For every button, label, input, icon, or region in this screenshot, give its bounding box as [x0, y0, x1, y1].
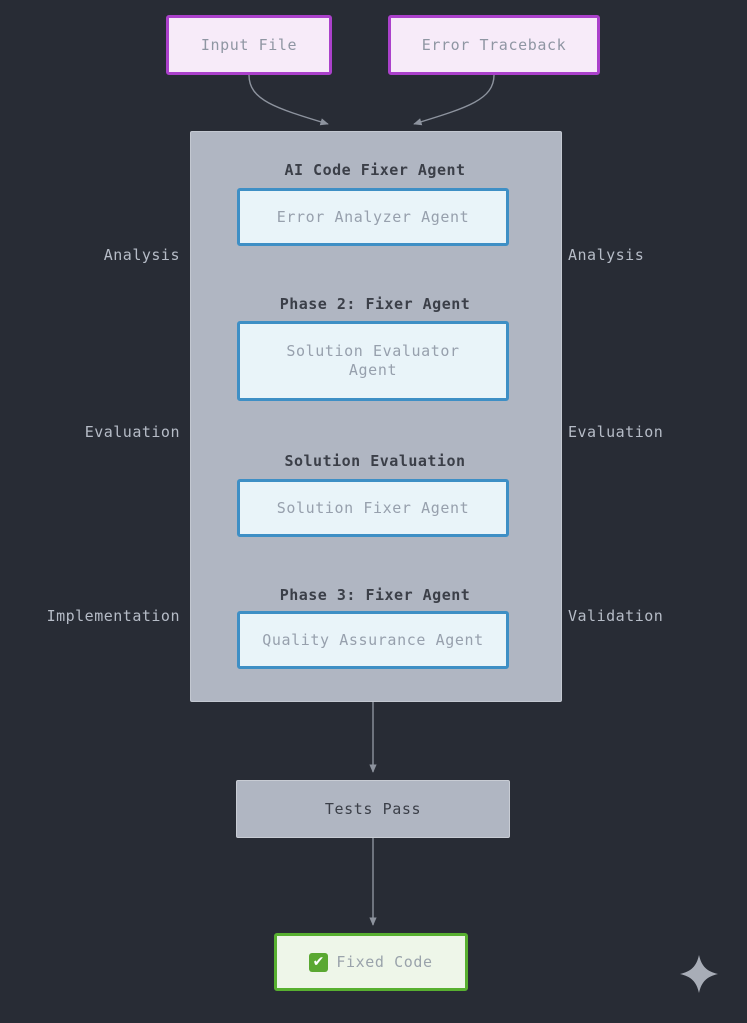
phase-heading-3: Solution Evaluation: [284, 452, 466, 470]
node-error-traceback-label: Error Traceback: [421, 35, 567, 54]
node-error-analyzer-agent-label: Error Analyzer Agent: [276, 207, 470, 226]
side-label-right-analysis: Analysis: [568, 246, 645, 264]
node-solution-evaluator-agent-label: Solution Evaluator Agent: [286, 342, 460, 379]
check-icon: ✔: [309, 952, 329, 972]
node-error-traceback[interactable]: Error Traceback: [388, 15, 600, 75]
node-error-analyzer-agent[interactable]: Error Analyzer Agent: [237, 188, 509, 246]
side-label-left-evaluation: Evaluation: [84, 423, 180, 441]
node-solution-evaluator-agent[interactable]: Solution Evaluator Agent: [237, 321, 509, 401]
node-input-file-label: Input File: [200, 35, 298, 54]
node-fixed-code-label: Fixed Code: [336, 952, 433, 971]
phase-heading-4: Phase 3: Fixer Agent: [279, 586, 471, 604]
node-tests-pass[interactable]: Tests Pass: [236, 780, 510, 838]
side-label-right-evaluation: Evaluation: [568, 423, 664, 441]
edge-error-traceback-to-agent: [413, 74, 495, 126]
node-solution-fixer-agent-label: Solution Fixer Agent: [276, 498, 470, 517]
side-label-left-implementation: Implementation: [46, 607, 180, 625]
phase-heading-1: AI Code Fixer Agent: [284, 161, 466, 179]
edge-input-file-to-agent: [248, 74, 329, 126]
node-input-file[interactable]: Input File: [166, 15, 332, 75]
side-label-right-validation: Validation: [568, 607, 664, 625]
side-label-left-analysis: Analysis: [103, 246, 180, 264]
node-quality-assurance-agent-label: Quality Assurance Agent: [262, 630, 484, 649]
node-tests-pass-label: Tests Pass: [324, 799, 422, 818]
node-fixed-code[interactable]: ✔ Fixed Code: [274, 933, 468, 991]
node-quality-assurance-agent[interactable]: Quality Assurance Agent: [237, 611, 509, 669]
node-solution-fixer-agent[interactable]: Solution Fixer Agent: [237, 479, 509, 537]
sparkle-icon: [680, 955, 718, 993]
phase-heading-2: Phase 2: Fixer Agent: [279, 295, 471, 313]
